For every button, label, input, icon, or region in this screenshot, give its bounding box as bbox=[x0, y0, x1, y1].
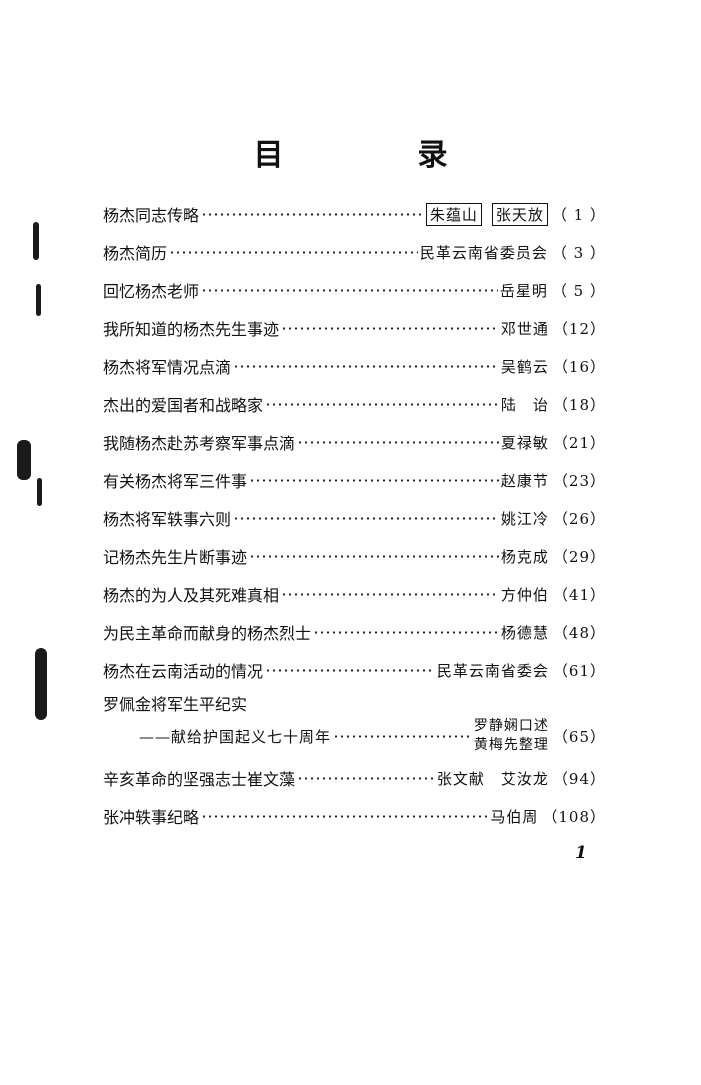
entry-author: 邓世通 bbox=[500, 319, 549, 338]
entry-author: 杨克成 bbox=[500, 547, 549, 566]
author-boxed: 朱蕴山 bbox=[425, 202, 482, 226]
entry-page: （18） bbox=[552, 395, 606, 414]
entry-title: 张冲轶事纪略 bbox=[103, 808, 200, 827]
author-boxed: 张天放 bbox=[491, 202, 548, 226]
dot-leader bbox=[265, 402, 499, 406]
entry-subline: ——献给护国起义七十周年 罗静娴口述 黄梅先整理 （65） bbox=[103, 717, 606, 755]
scan-mark bbox=[33, 222, 39, 260]
entry-page: （23） bbox=[552, 471, 606, 490]
toc-entry[interactable]: 我随杨杰赴苏考察军事点滴 夏禄敏 （21） bbox=[103, 423, 606, 461]
toc-entry[interactable]: 杨杰将军轶事六则 姚江冷 （26） bbox=[103, 499, 606, 537]
entry-author: 罗静娴口述 bbox=[473, 718, 549, 734]
entry-author: 杨德慧 bbox=[500, 623, 549, 642]
toc-entry[interactable]: 杨杰将军情况点滴 吴鹤云 （16） bbox=[103, 347, 606, 385]
toc-entry[interactable]: 杨杰在云南活动的情况 民革云南省委会 （61） bbox=[103, 651, 606, 689]
entry-title: 回忆杨杰老师 bbox=[103, 282, 200, 301]
dot-leader bbox=[233, 516, 499, 520]
dot-leader bbox=[201, 288, 498, 292]
entry-page: （ 5 ） bbox=[551, 281, 606, 300]
entry-title: 我所知道的杨杰先生事迹 bbox=[103, 320, 280, 339]
entry-author: 民革云南省委会 bbox=[436, 661, 549, 680]
entry-page: （108） bbox=[542, 807, 606, 826]
toc-entry[interactable]: 罗佩金将军生平纪实 ——献给护国起义七十周年 罗静娴口述 黄梅先整理 （65） bbox=[103, 689, 606, 759]
toc-entry[interactable]: 回忆杨杰老师 岳星明 （ 5 ） bbox=[103, 271, 606, 309]
toc-entry[interactable]: 杨杰的为人及其死难真相 方仲伯 （41） bbox=[103, 575, 606, 613]
toc-entry[interactable]: 张冲轶事纪略 马伯周 （108） bbox=[103, 797, 606, 835]
page-number: 1 bbox=[575, 843, 587, 863]
entry-author: 黄梅先整理 bbox=[473, 737, 549, 753]
entry-page: （61） bbox=[552, 661, 606, 680]
entry-title: 杨杰将军轶事六则 bbox=[103, 510, 232, 529]
dot-leader bbox=[169, 250, 418, 254]
dot-leader bbox=[333, 734, 472, 738]
toc-entry[interactable]: 记杨杰先生片断事迹 杨克成 （29） bbox=[103, 537, 606, 575]
dot-leader bbox=[313, 630, 499, 634]
dot-leader bbox=[265, 668, 435, 672]
toc-entry[interactable]: 辛亥革命的坚强志士崔文藻 张文献 艾汝龙 （94） bbox=[103, 759, 606, 797]
entry-page: （12） bbox=[552, 319, 606, 338]
entry-page: （16） bbox=[552, 357, 606, 376]
toc-entry[interactable]: 杰出的爱国者和战略家 陆 诒 （18） bbox=[103, 385, 606, 423]
toc-entry[interactable]: 杨杰简历 民革云南省委员会 （ 3 ） bbox=[103, 233, 606, 271]
scan-mark bbox=[35, 648, 47, 720]
dot-leader bbox=[201, 212, 422, 216]
entry-title: 有关杨杰将军三件事 bbox=[103, 472, 248, 491]
toc-entry[interactable]: 为民主革命而献身的杨杰烈士 杨德慧 （48） bbox=[103, 613, 606, 651]
dot-leader bbox=[249, 478, 499, 482]
entry-subtitle: ——献给护国起义七十周年 bbox=[139, 727, 332, 746]
entry-title: 为民主革命而献身的杨杰烈士 bbox=[103, 624, 312, 643]
entry-page: （ 1 ） bbox=[551, 205, 606, 224]
entry-page: （65） bbox=[552, 727, 606, 746]
dot-leader bbox=[281, 592, 499, 596]
entry-title: 记杨杰先生片断事迹 bbox=[103, 548, 248, 567]
entry-page: （48） bbox=[552, 623, 606, 642]
entry-author: 赵康节 bbox=[500, 471, 549, 490]
entry-title: 我随杨杰赴苏考察军事点滴 bbox=[103, 434, 296, 453]
entry-title: 杨杰在云南活动的情况 bbox=[103, 662, 264, 681]
dot-leader bbox=[281, 326, 499, 330]
entry-author: 马伯周 bbox=[490, 807, 539, 826]
entry-author: 陆 诒 bbox=[500, 395, 549, 414]
entry-page: （ 3 ） bbox=[551, 243, 606, 262]
entry-title: 罗佩金将军生平纪实 bbox=[103, 695, 248, 714]
dot-leader bbox=[297, 776, 435, 780]
entry-page: （94） bbox=[552, 769, 606, 788]
entry-author-stack: 罗静娴口述 黄梅先整理 bbox=[474, 717, 549, 755]
entry-page: （29） bbox=[552, 547, 606, 566]
dot-leader bbox=[297, 440, 499, 444]
entry-title: 杨杰同志传略 bbox=[103, 206, 200, 225]
entry-page: （41） bbox=[552, 585, 606, 604]
entry-title: 辛亥革命的坚强志士崔文藻 bbox=[103, 770, 296, 789]
entry-title: 杨杰将军情况点滴 bbox=[103, 358, 232, 377]
entry-author: 方仲伯 bbox=[500, 585, 549, 604]
entry-title: 杨杰的为人及其死难真相 bbox=[103, 586, 280, 605]
dot-leader bbox=[233, 364, 499, 368]
page-title: 目 录 bbox=[253, 138, 500, 173]
entry-author: 岳星明 bbox=[499, 281, 548, 300]
dot-leader bbox=[249, 554, 499, 558]
scan-mark bbox=[17, 440, 31, 480]
entry-page: （26） bbox=[552, 509, 606, 528]
toc-entry[interactable]: 我所知道的杨杰先生事迹 邓世通 （12） bbox=[103, 309, 606, 347]
entry-author: 姚江冷 bbox=[500, 509, 549, 528]
scan-mark bbox=[36, 284, 41, 316]
entry-author: 民革云南省委员会 bbox=[419, 243, 548, 262]
entry-author: 夏禄敏 bbox=[500, 433, 549, 452]
entry-title: 杰出的爱国者和战略家 bbox=[103, 396, 264, 415]
dot-leader bbox=[201, 814, 489, 818]
entry-page: （21） bbox=[552, 433, 606, 452]
table-of-contents: 杨杰同志传略 朱蕴山 张天放 （ 1 ） 杨杰简历 民革云南省委员会 （ 3 ）… bbox=[103, 195, 606, 835]
toc-entry[interactable]: 杨杰同志传略 朱蕴山 张天放 （ 1 ） bbox=[103, 195, 606, 233]
entry-author: 张文献 艾汝龙 bbox=[436, 769, 549, 788]
toc-entry[interactable]: 有关杨杰将军三件事 赵康节 （23） bbox=[103, 461, 606, 499]
entry-title: 杨杰简历 bbox=[103, 244, 168, 263]
scan-mark bbox=[37, 478, 42, 506]
entry-author: 吴鹤云 bbox=[500, 357, 549, 376]
